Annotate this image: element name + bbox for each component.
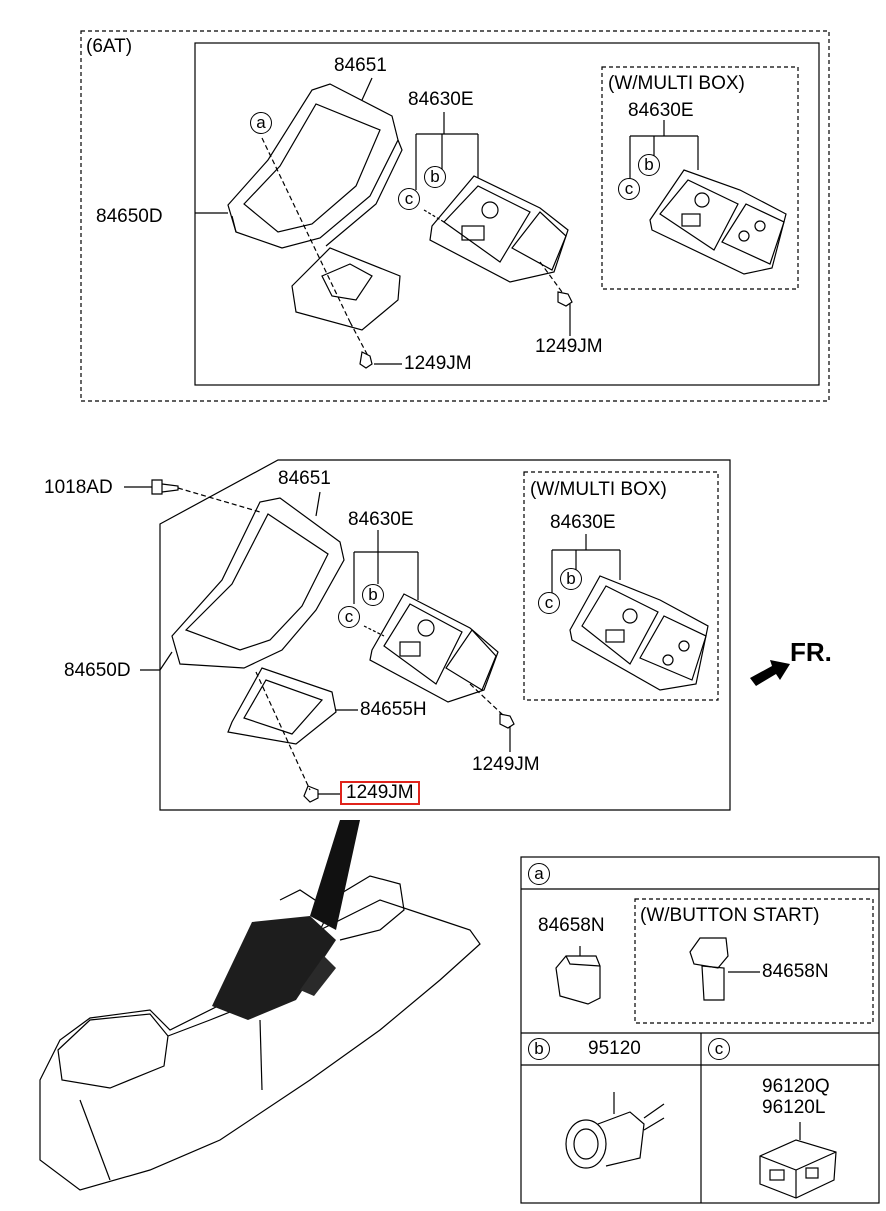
middle-bezel-drawing [140,491,345,671]
mid-part-84630e: 84630E [348,509,414,530]
top-callout-c: c [398,188,420,210]
mid-callout-b: b [362,584,384,606]
legend-a-part-right: 84658N [762,961,829,982]
top-switch-panel-drawing [415,112,573,336]
mid-screw-right-label: 1249JM [472,754,540,775]
top-callout-b: b [424,166,446,188]
middle-frame-84655h-drawing [227,667,358,803]
fr-arrow [750,660,790,686]
legend-c-part-line2: 96120L [762,1097,826,1118]
top-multibox-frame [601,66,799,290]
legend-b-part: 95120 [588,1038,641,1059]
mid-multibox-part: 84630E [550,512,616,533]
top-multibox-callout-c: c [618,178,640,200]
legend-c-part-line1: 96120Q [762,1076,830,1097]
legend-key-a: a [528,863,550,885]
top-part-84651: 84651 [334,55,387,76]
top-inner-frame [194,42,820,386]
mid-part-1018ad: 1018AD [44,477,113,498]
legend-key-c: c [708,1038,730,1060]
mid-multibox-title: (W/MULTI BOX) [530,479,667,500]
middle-screw-1018ad-drawing [124,479,261,513]
middle-multibox-drawing [551,534,709,691]
top-screw-left-label: 1249JM [404,353,472,374]
top-part-84650d: 84650D [96,206,163,227]
top-bezel-drawing [195,77,403,249]
mid-part-84651: 84651 [278,468,331,489]
mid-multibox-callout-c: c [538,592,560,614]
top-multibox-part: 84630E [628,100,694,121]
top-callout-a: a [250,112,272,134]
legend-key-b: b [528,1038,550,1060]
middle-multibox-frame [523,471,719,701]
mid-part-84650d: 84650D [64,660,131,681]
legend-table [520,856,880,1204]
top-multibox-callout-b: b [638,154,660,176]
middle-main-frame [159,459,731,811]
console-shadow-fill [300,956,336,996]
mid-multibox-callout-b: b [560,568,582,590]
legend-a-button-start-title: (W/BUTTON START) [640,905,820,926]
top-part-84630e: 84630E [408,89,474,110]
console-switch-panel-fill [212,916,336,1020]
top-multibox-drawing [629,120,787,275]
mid-part-84655h: 84655H [360,699,427,720]
top-shift-plate-drawing [261,137,402,369]
mid-screw-highlighted-label[interactable]: 1249JM [340,781,420,805]
legend-a-part-left: 84658N [538,915,605,936]
top-variant-label: (6AT) [86,36,133,57]
front-direction-label: FR. [790,637,832,667]
middle-switch-panel-drawing [353,530,515,752]
mid-callout-c: c [338,606,360,628]
top-outer-dashed-frame [80,30,830,402]
top-multibox-title: (W/MULTI BOX) [608,73,745,94]
top-screw-right-label: 1249JM [535,336,603,357]
pointer-arrow-fill [310,820,360,930]
